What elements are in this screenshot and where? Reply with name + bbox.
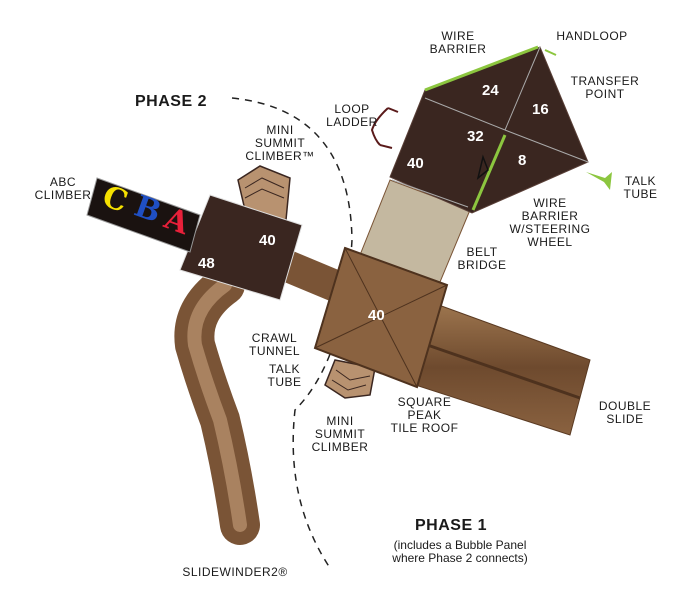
label-abc-climber: ABC CLIMBER [34,175,92,202]
label-double-slide: DOUBLE SLIDE [598,399,652,426]
deck-height-24: 24 [482,82,499,99]
abc-climber [86,177,201,253]
label-crawl-tunnel: CRAWL TUNNEL [248,331,300,358]
wire-barrier [424,45,539,92]
mini-summit-climber-top [237,165,291,221]
label-handloop: HANDLOOP [556,29,628,43]
deck-height-40-left: 40 [259,232,276,249]
label-square-peak-tile-roof: SQUARE PEAK TILE ROOF [390,395,459,435]
deck-height-48: 48 [198,255,215,272]
handloop-icon [544,49,557,56]
deck-height-16: 16 [532,101,549,118]
label-talk-tube-left: TALK TUBE [267,362,302,389]
label-wire-barrier: WIRE BARRIER [429,29,487,56]
deck-height-40-center: 40 [368,307,385,324]
label-wire-barrier-steering: WIRE BARRIER W/STEERING WHEEL [509,196,591,249]
phase-2-title: PHASE 2 [135,93,207,110]
label-loop-ladder: LOOP LADDER [326,102,378,129]
label-mini-summit-climber: MINI SUMMIT CLIMBER [311,414,369,454]
steering-wheel-icon [476,154,489,180]
phase-1-title: PHASE 1 [415,517,487,534]
label-mini-summit-climber-tm: MINI SUMMIT CLIMBER™ [245,123,315,163]
talk-tube-icon [586,172,612,190]
deck-height-8: 8 [518,152,527,169]
upper-deck [389,46,589,214]
label-transfer-point: TRANSFER POINT [570,74,640,101]
label-belt-bridge: BELT BRIDGE [457,245,507,272]
deck-height-32: 32 [467,128,484,145]
phase-1-note: (includes a Bubble Panel where Phase 2 c… [392,538,528,565]
loop-ladder-icon [370,107,399,149]
label-slidewinder: SLIDEWINDER2® [182,565,288,579]
wire-barrier-steering [471,134,507,211]
deck-height-40-upper: 40 [407,155,424,172]
label-talk-tube-right: TALK TUBE [623,174,658,201]
